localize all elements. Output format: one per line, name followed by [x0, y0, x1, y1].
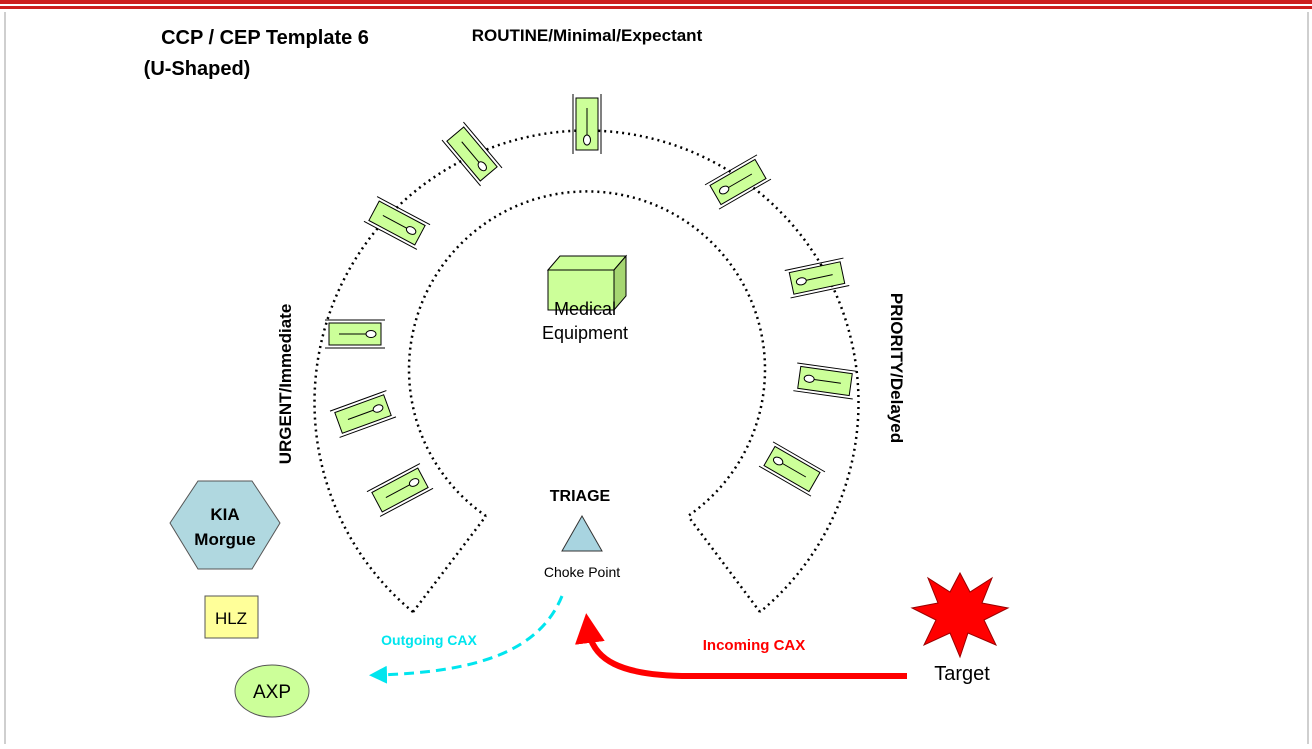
choke-point-label: Choke Point — [544, 564, 620, 580]
litter-icon-top — [572, 93, 602, 155]
hexagon-icon — [169, 480, 281, 570]
equipment-label-line1: Medical — [554, 299, 616, 319]
incoming-cax-arrow — [574, 613, 907, 679]
box-icon — [546, 254, 628, 312]
left-arm-end — [412, 515, 487, 613]
urgent-label: URGENT/Immediate — [276, 304, 295, 465]
priority-label: PRIORITY/Delayed — [887, 293, 906, 443]
header-bar — [0, 0, 1312, 4]
target-label: Target — [934, 663, 990, 685]
explosion-icon — [910, 571, 1010, 659]
axp-label: AXP — [253, 682, 291, 703]
incoming-cax-label: Incoming CAX — [703, 637, 806, 654]
header-bar-thin — [0, 6, 1312, 9]
triage-label: TRIAGE — [550, 488, 611, 505]
diagram-subtitle: (U-Shaped) — [144, 58, 251, 80]
hlz-label: HLZ — [215, 609, 247, 628]
routine-label: ROUTINE/Minimal/Expectant — [472, 26, 703, 45]
diagram-title: CCP / CEP Template 6 — [161, 27, 369, 49]
kia-label-line1: KIA — [210, 505, 239, 524]
litter-icon-left-2 — [324, 319, 386, 349]
inner-arc — [407, 190, 767, 518]
equipment-label-line2: Equipment — [542, 323, 628, 343]
triangle-icon — [561, 514, 603, 552]
kia-label-line2: Morgue — [194, 530, 255, 549]
outgoing-cax-arrow — [369, 595, 564, 684]
outgoing-cax-label: Outgoing CAX — [381, 632, 477, 648]
axp-ellipse — [234, 664, 310, 718]
hlz-box — [204, 595, 259, 639]
right-arm-end — [687, 515, 761, 613]
